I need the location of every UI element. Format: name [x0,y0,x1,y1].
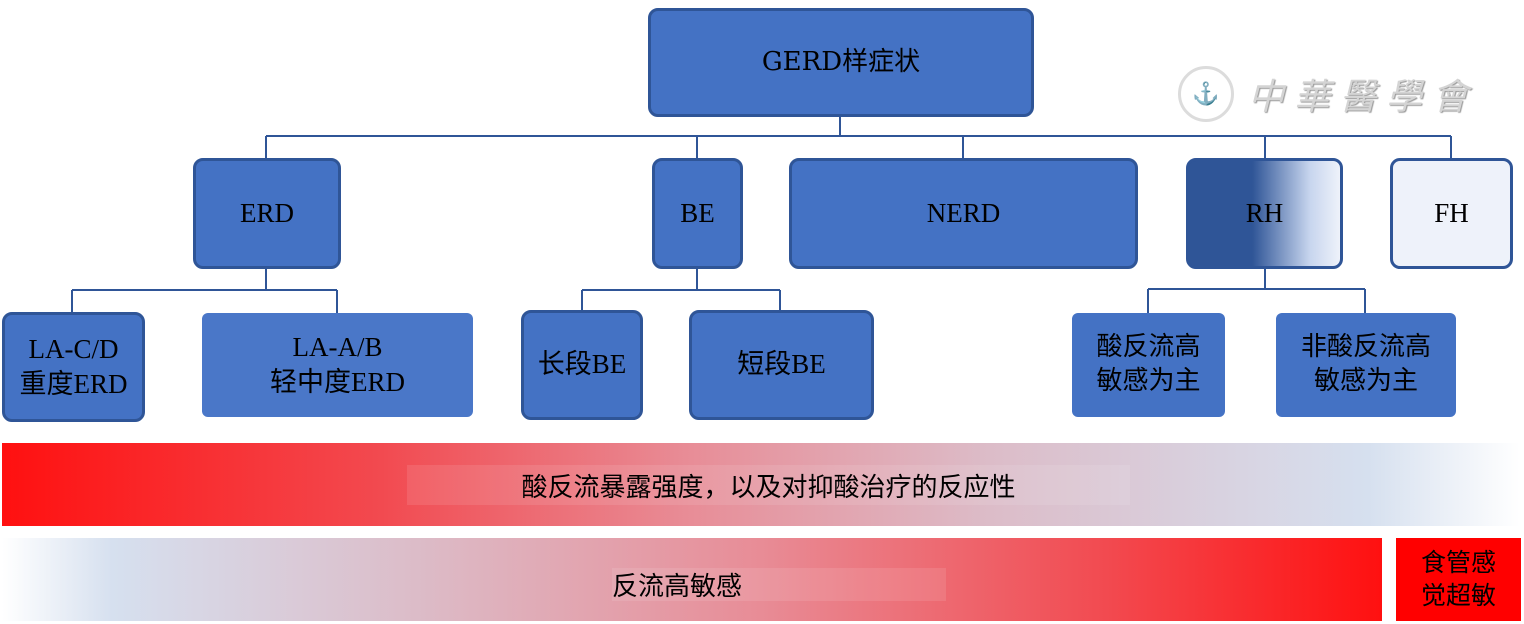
node-nonacid-reflux-hypersensitivity: 非酸反流高敏感为主 [1276,313,1456,417]
node-acid-reflux-hypersensitivity: 酸反流高敏感为主 [1072,313,1225,417]
node-long-segment-be: 长段BE [521,310,643,420]
watermark-logo: ⚓ 中華醫學會 [1178,66,1478,122]
node-be: BE [652,158,743,269]
root-node-gerd-symptoms: GERD样症状 [648,8,1034,117]
node-rh: RH [1186,158,1343,269]
node-erd: ERD [193,158,341,269]
watermark-text: 中華醫學會 [1248,77,1479,118]
node-short-segment-be: 短段BE [689,310,874,420]
reflux-hypersensitivity-label: 反流高敏感 [612,568,946,602]
acid-exposure-label: 酸反流暴露强度，以及对抑酸治疗的反应性 [407,465,1130,505]
esophageal-label-line2: 觉超敏 [1420,580,1496,610]
reflux-hypersensitivity-gradient-bar [2,538,1382,621]
esophageal-hypersensitivity-box: 食管感 觉超敏 [1396,538,1521,621]
seal-icon: ⚓ [1178,66,1234,122]
acid-exposure-gradient-bar [2,443,1520,526]
node-fh: FH [1390,158,1513,269]
node-nerd: NERD [789,158,1138,269]
esophageal-label-line1: 食管感 [1420,548,1496,577]
